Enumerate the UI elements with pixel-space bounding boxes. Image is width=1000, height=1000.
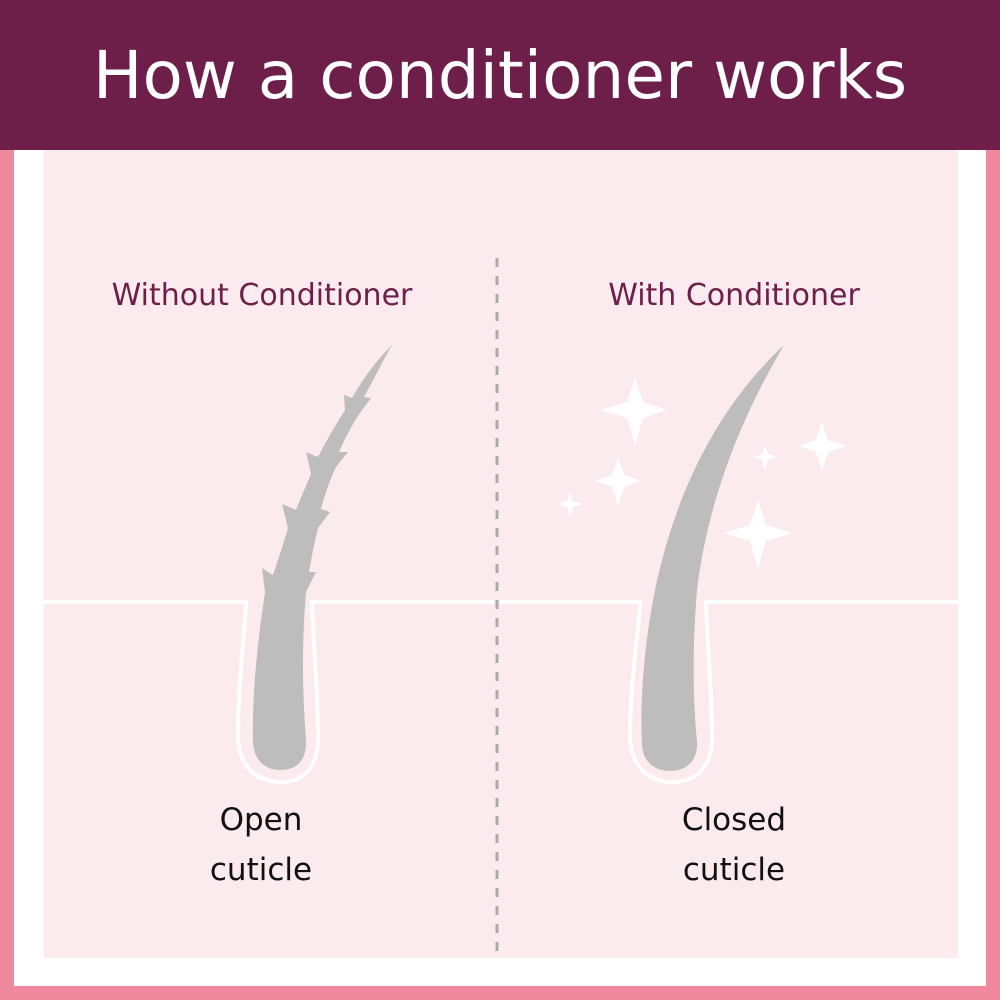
sparkle-icon [595, 458, 641, 505]
sparkle-icon [798, 422, 846, 470]
open-cuticle-caption: Open cuticle [111, 795, 411, 895]
page-title: How a conditioner works [92, 36, 908, 114]
sparkle-icon [601, 378, 667, 445]
hair-strand-smooth-icon [641, 345, 784, 771]
follicle-right [500, 600, 958, 785]
diagram-panel [44, 150, 958, 958]
caption-line: Open [219, 802, 303, 838]
without-conditioner-title: Without Conditioner [111, 278, 413, 313]
sparkle-icon [724, 500, 792, 568]
hair-strand-damaged-icon [252, 345, 392, 770]
header-bar: How a conditioner works [0, 0, 1000, 150]
sparkle-icon [558, 492, 582, 517]
closed-cuticle-caption: Closed cuticle [584, 795, 884, 895]
caption-line: Closed [681, 802, 787, 838]
follicle-left [44, 600, 494, 785]
caption-line: cuticle [209, 852, 313, 888]
with-conditioner-title: With Conditioner [608, 278, 860, 313]
sparkle-icon [753, 445, 777, 469]
caption-line: cuticle [682, 852, 786, 888]
